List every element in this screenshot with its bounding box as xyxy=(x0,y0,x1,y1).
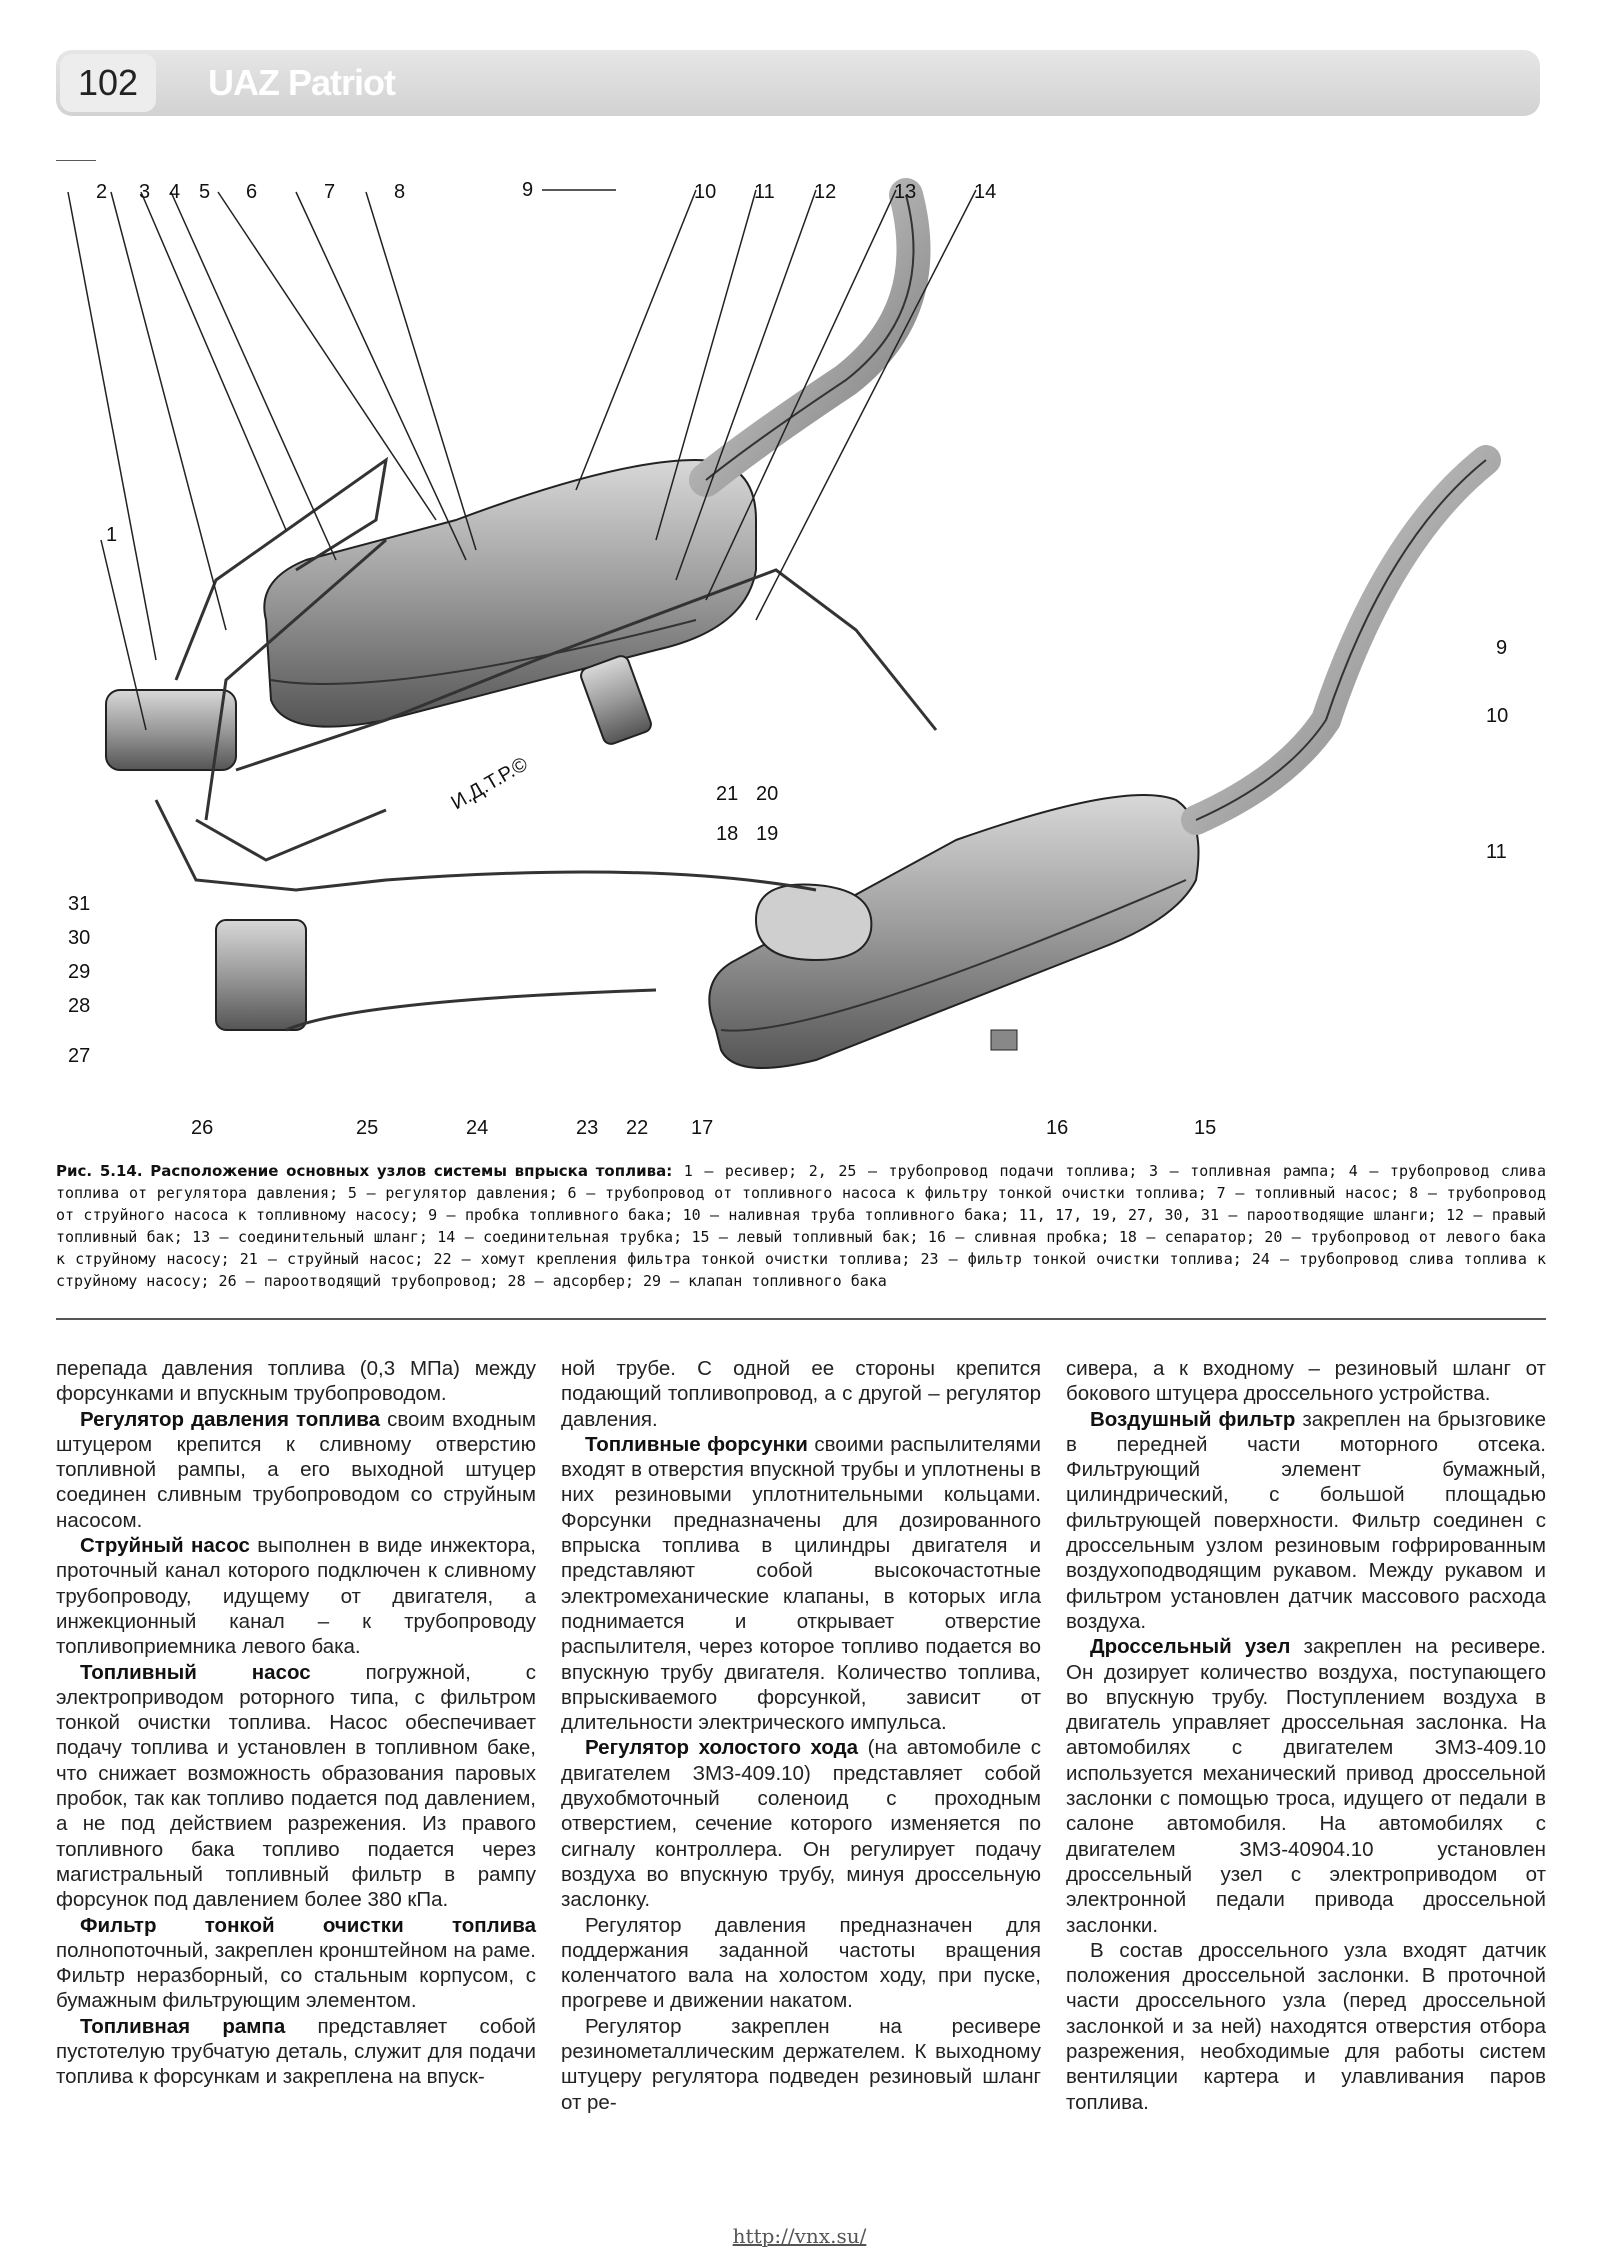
paragraph-text: своим входным штуцером крепится к сливно… xyxy=(56,1407,536,1532)
term: Регулятор давления топлива xyxy=(80,1407,381,1431)
receiver xyxy=(105,689,237,771)
page-number: 102 xyxy=(60,54,156,112)
label-10: 10 xyxy=(694,181,716,203)
term: Фильтр тонкой очистки топлива xyxy=(80,1913,536,1937)
paragraph: Фильтр тонкой очистки топлива полнопоточ… xyxy=(56,1913,536,2014)
separator xyxy=(754,883,873,962)
label-11b: 11 xyxy=(1486,841,1507,863)
label-5: 5 xyxy=(199,181,210,203)
label-20: 20 xyxy=(756,783,778,805)
label-24: 24 xyxy=(466,1117,488,1139)
label-16: 16 xyxy=(1046,1117,1068,1139)
caption-title: Рис. 5.14. Расположение основных узлов с… xyxy=(56,1162,673,1180)
paragraph: Дроссельный узел закреплен на ресивере. … xyxy=(1066,1634,1546,1938)
label-17: 17 xyxy=(691,1117,713,1139)
label-8: 8 xyxy=(394,181,405,203)
figure-caption: Рис. 5.14. Расположение основных узлов с… xyxy=(56,1160,1546,1292)
label-26: 26 xyxy=(191,1117,213,1139)
label-31: 31 xyxy=(68,893,90,915)
term: Дроссельный узел xyxy=(1090,1635,1291,1659)
term: Топливные форсунки xyxy=(585,1432,808,1456)
book-title: UAZ Patriot xyxy=(208,62,396,103)
fuel-system-diagram: 2 1 3 4 5 6 7 8 9 10 11 12 13 14 9 10 11… xyxy=(56,160,1546,1150)
label-9: 9 xyxy=(522,179,533,201)
label-14: 14 xyxy=(974,181,996,203)
paragraph-text: представляет собой пустотелую трубчатую … xyxy=(56,2014,536,2089)
diagram-svg: 2 1 3 4 5 6 7 8 9 10 11 12 13 14 9 10 11… xyxy=(56,160,1508,1139)
text-column-1: перепада давления топлива (0,3 МПа) межд… xyxy=(56,1356,536,2090)
label-7: 7 xyxy=(324,181,335,203)
divider xyxy=(56,1318,1546,1320)
paragraph-text: своими распылителями входят в отверстия … xyxy=(561,1432,1041,1735)
label-6: 6 xyxy=(246,181,257,203)
paragraph-text: (на автомобиле с двигателем ЗМЗ-409.10) … xyxy=(561,1736,1041,1912)
paragraph: перепада давления топлива (0,3 МПа) межд… xyxy=(56,1357,536,1406)
paragraph: сивера, а к входному – резиновый шланг о… xyxy=(1066,1357,1546,1406)
filler-pipe-right xyxy=(689,178,931,497)
paragraph: В состав дроссельного узла входят датчик… xyxy=(1066,1938,1546,2114)
footer-url-link[interactable]: http://vnx.su/ xyxy=(732,2224,867,2248)
paragraph-text: погружной, с электроприводом роторного т… xyxy=(56,1660,536,1912)
paragraph-text: полнопоточный, закреплен кронштейном на … xyxy=(56,1938,536,2013)
filler-pipe-left xyxy=(1181,445,1501,835)
drain-plug xyxy=(990,1029,1018,1051)
paragraph-text: выполнен в виде инжектора, проточный кан… xyxy=(56,1534,536,1659)
label-1: 1 xyxy=(106,524,117,546)
right-fuel-tank xyxy=(263,458,757,728)
term: Топливный насос xyxy=(80,1660,311,1684)
label-3: 3 xyxy=(139,181,150,203)
term: Воздушный фильтр xyxy=(1090,1407,1296,1431)
watermark: И.Д.Т.Р.© xyxy=(448,753,532,814)
label-30: 30 xyxy=(68,927,90,949)
label-10b: 10 xyxy=(1486,705,1508,727)
label-21: 21 xyxy=(716,783,738,805)
label-9b: 9 xyxy=(1496,637,1507,659)
label-15: 15 xyxy=(1194,1117,1216,1139)
label-19: 19 xyxy=(756,823,778,845)
paragraph: Воздушный фильтр закреплен на брызговике… xyxy=(1066,1407,1546,1635)
term: Регулятор холостого хода xyxy=(585,1736,859,1760)
paragraph: Регулятор закреплен на ресивере резиноме… xyxy=(561,2014,1041,2114)
term: Топливная рампа xyxy=(80,2014,286,2038)
label-28: 28 xyxy=(68,995,90,1017)
paragraph: Топливные форсунки своими распылителями … xyxy=(561,1432,1041,1736)
label-13: 13 xyxy=(894,181,916,203)
label-25: 25 xyxy=(356,1117,378,1139)
paragraph: ной трубе. С одной ее стороны крепится п… xyxy=(561,1357,1041,1431)
paragraph-text: закреплен на брызговике в передней части… xyxy=(1066,1407,1547,1633)
paragraph-text: закреплен на ресивере. Он дозирует колич… xyxy=(1066,1635,1546,1937)
label-27: 27 xyxy=(68,1045,90,1067)
label-12: 12 xyxy=(814,181,836,203)
label-11: 11 xyxy=(754,181,775,203)
fine-fuel-filter xyxy=(580,655,652,745)
label-4: 4 xyxy=(169,181,180,203)
label-29: 29 xyxy=(68,961,90,983)
caption-text: 1 – ресивер; 2, 25 – трубопровод подачи … xyxy=(56,1162,1546,1290)
page-header-bar xyxy=(56,50,1540,116)
label-22: 22 xyxy=(626,1117,648,1139)
label-2: 2 xyxy=(96,181,107,203)
label-23: 23 xyxy=(576,1117,598,1139)
paragraph: Струйный насос выполнен в виде инжектора… xyxy=(56,1533,536,1659)
adsorber xyxy=(215,919,307,1031)
term: Струйный насос xyxy=(80,1534,250,1558)
text-column-2: ной трубе. С одной ее стороны крепится п… xyxy=(561,1356,1041,2115)
label-18: 18 xyxy=(716,823,738,845)
text-column-3: сивера, а к входному – резиновый шланг о… xyxy=(1066,1356,1546,2115)
paragraph: Регулятор давления топлива своим входным… xyxy=(56,1407,536,1533)
paragraph: Топливная рампа представляет собой пусто… xyxy=(56,2014,536,2090)
paragraph: Регулятор холостого хода (на автомобиле … xyxy=(561,1735,1041,1912)
paragraph: Регулятор давления предназначен для подд… xyxy=(561,1913,1041,2013)
paragraph: Топливный насос погружной, с электроприв… xyxy=(56,1660,536,1913)
